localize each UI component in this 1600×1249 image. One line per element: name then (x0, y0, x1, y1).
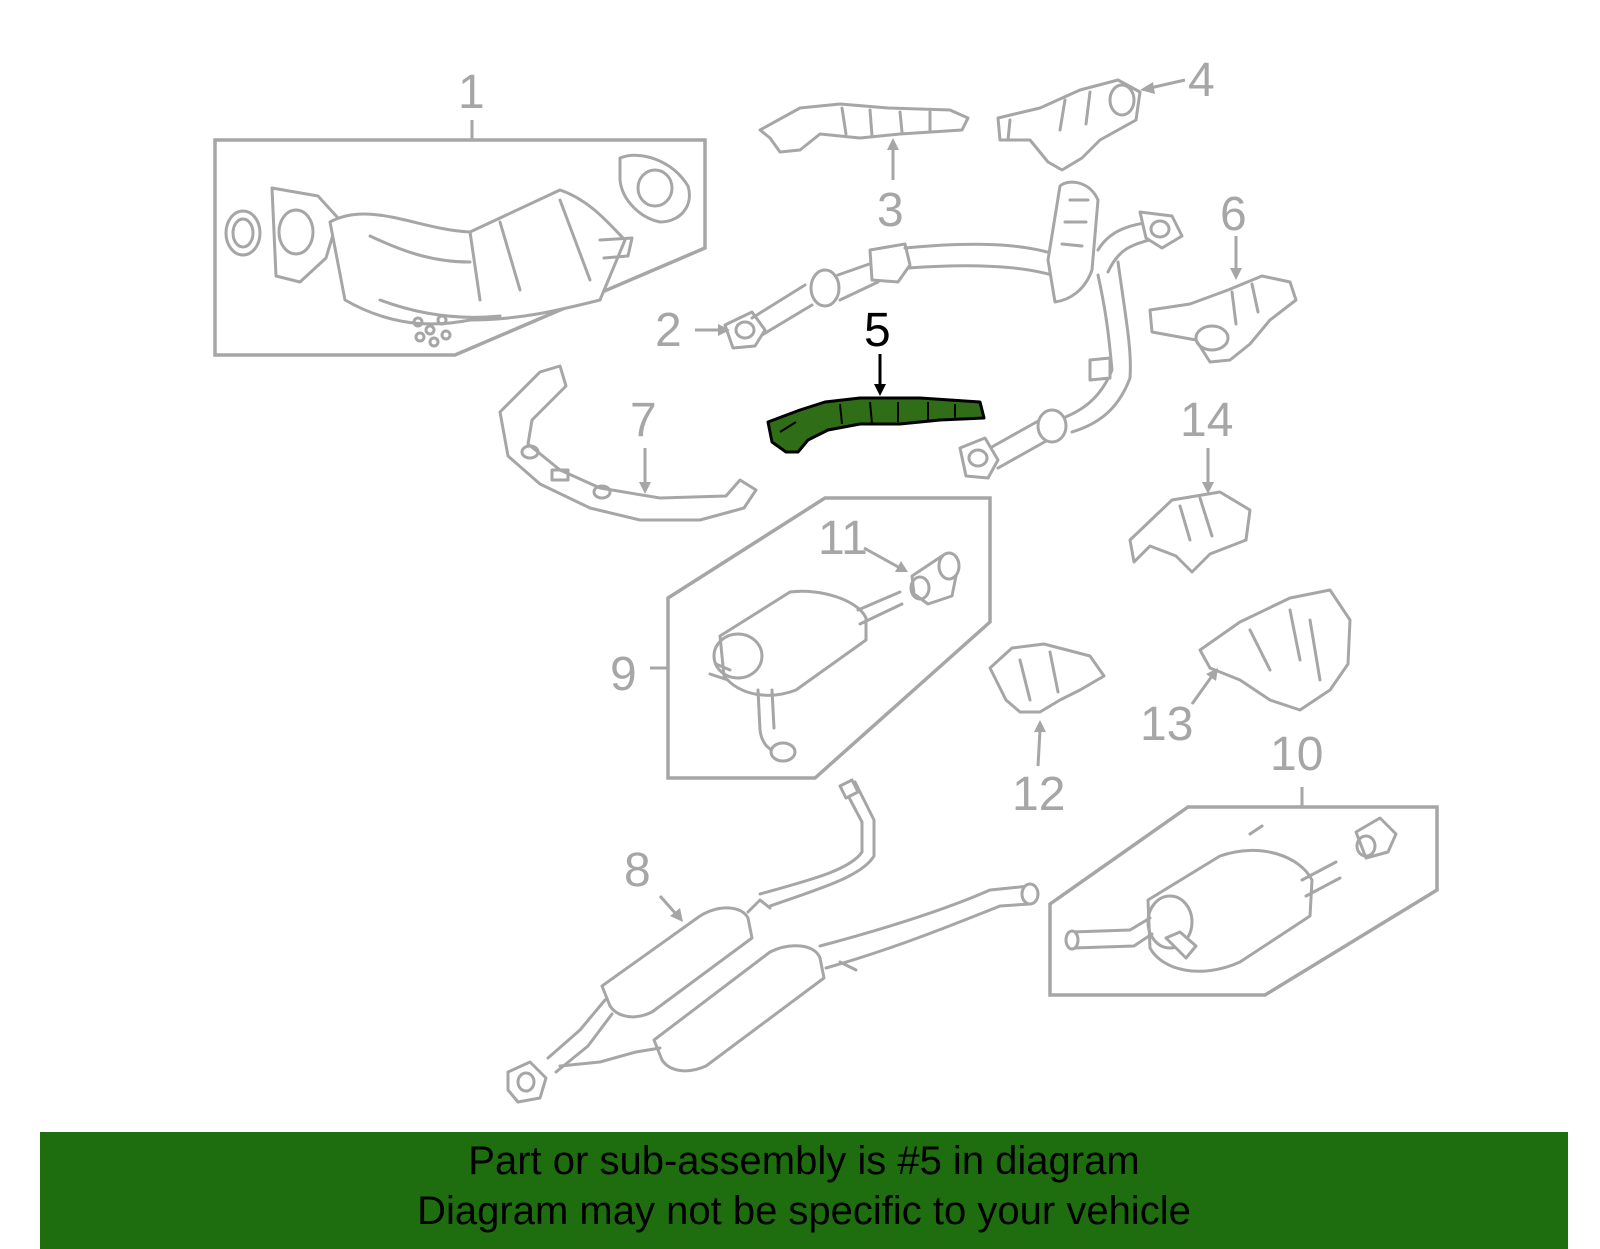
part-9-muffler[interactable] (650, 496, 992, 780)
callout-8[interactable]: 8 (624, 844, 651, 897)
part-14-heat-shield[interactable] (1128, 490, 1252, 574)
part-2-front-pipe[interactable] (723, 180, 1184, 480)
callout-12[interactable]: 12 (1012, 768, 1065, 821)
callout-11[interactable]: 11 (818, 512, 868, 565)
part-7-bracket[interactable] (498, 364, 758, 522)
part-12-heat-shield[interactable] (988, 642, 1106, 714)
banner-line-2: Diagram may not be specific to your vehi… (417, 1189, 1191, 1233)
callout-13[interactable]: 13 (1140, 698, 1193, 751)
part-5-heat-shield-highlighted[interactable] (766, 396, 986, 454)
callout-10[interactable]: 10 (1270, 728, 1323, 781)
part-8-center-pipe-resonator[interactable] (506, 778, 1040, 1104)
part-13-heat-shield[interactable] (1198, 588, 1352, 712)
callout-9[interactable]: 9 (610, 648, 637, 701)
callout-14[interactable]: 14 (1180, 394, 1233, 447)
callout-leaders (639, 78, 1242, 922)
part-11-exhaust-tip[interactable] (909, 551, 961, 606)
callout-2[interactable]: 2 (655, 304, 682, 357)
banner-line-1: Part or sub-assembly is #5 in diagram (468, 1139, 1140, 1183)
callout-1[interactable]: 1 (458, 66, 485, 119)
callout-3[interactable]: 3 (877, 184, 904, 237)
callout-5-highlighted[interactable]: 5 (864, 304, 891, 357)
part-4-catalytic-converter[interactable] (996, 78, 1142, 172)
callout-6[interactable]: 6 (1220, 188, 1247, 241)
part-6-catalytic-converter[interactable] (1148, 274, 1298, 364)
part-1-catalytic-converter[interactable] (213, 120, 707, 357)
info-banner: Part or sub-assembly is #5 in diagram Di… (40, 1132, 1568, 1249)
callout-7[interactable]: 7 (630, 394, 657, 447)
part-3-heat-shield[interactable] (758, 102, 970, 154)
callout-4[interactable]: 4 (1188, 54, 1215, 107)
part-10-rear-muffler[interactable] (1048, 787, 1439, 997)
